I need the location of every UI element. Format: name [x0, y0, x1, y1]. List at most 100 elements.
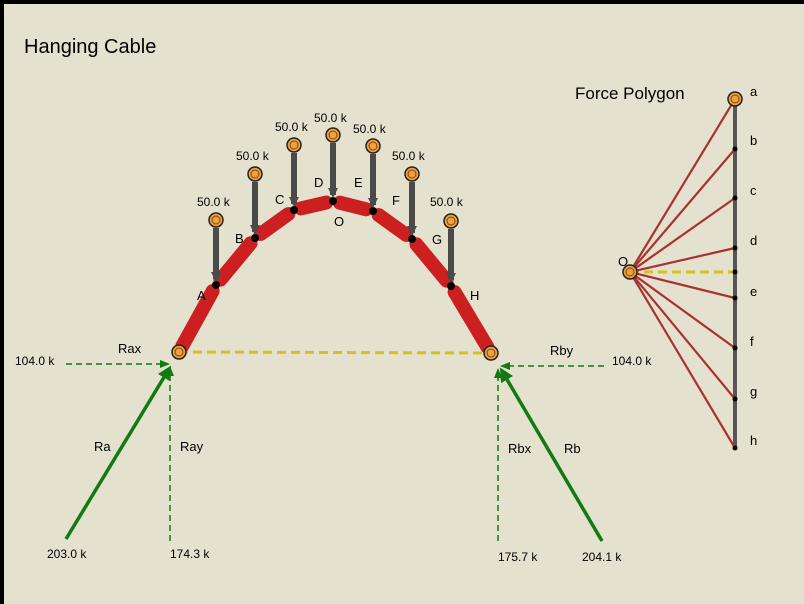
joint-label-c: C — [275, 192, 284, 207]
joint-label-e: E — [354, 175, 363, 190]
load-label: 50.0 k — [275, 120, 309, 134]
handle-ring — [446, 216, 456, 226]
load-handle-2[interactable] — [247, 166, 263, 182]
ra-reaction-arrow — [64, 365, 172, 540]
draggable-handle-icon — [365, 138, 381, 154]
load-label: 50.0 k — [353, 122, 387, 136]
diagram-title: Hanging Cable — [24, 36, 156, 58]
load-label: 50.0 k — [197, 195, 231, 209]
polygon-point-label: b — [750, 133, 757, 148]
polygon-point-label: f — [750, 334, 754, 349]
cable-joint — [329, 197, 337, 205]
cable-segment — [253, 207, 296, 241]
handles — [171, 91, 743, 361]
draggable-handle-icon — [325, 127, 341, 143]
polygon-ray — [629, 197, 736, 273]
draggable-handle-icon — [443, 213, 459, 229]
hanging-cable-diagram: Hanging Cable Force Polygon 50.0 k 50.0 k… — [4, 4, 804, 604]
rby-value: 104.0 k — [612, 354, 652, 368]
cable-segment — [447, 285, 495, 354]
closing-line — [178, 350, 492, 355]
polygon-point — [732, 245, 738, 251]
cable-segment — [293, 195, 334, 216]
cable-segment — [371, 208, 414, 242]
canvas-background — [4, 4, 804, 604]
handle-ring — [250, 169, 260, 179]
polygon-rays — [629, 98, 736, 449]
cable-segment — [332, 195, 374, 217]
load-handle-1[interactable] — [208, 212, 224, 228]
handle-ring — [407, 169, 417, 179]
joint-label-f: F — [392, 193, 400, 208]
load-handle-4[interactable] — [325, 127, 341, 143]
cable-joint — [251, 234, 259, 242]
load-handle-7[interactable] — [443, 213, 459, 229]
load-handle-3[interactable] — [286, 137, 302, 153]
joint-label-g: G — [432, 232, 442, 247]
cable-joint — [212, 281, 220, 289]
support-a-handle[interactable] — [171, 344, 187, 360]
reaction-components — [66, 360, 604, 541]
force-polygon-title: Force Polygon — [575, 84, 685, 103]
pole-handle[interactable] — [622, 264, 638, 280]
rb-label: Rb — [564, 441, 581, 456]
load-label: 50.0 k — [236, 149, 270, 163]
draggable-handle-icon — [483, 345, 499, 361]
pole-label: O — [618, 254, 628, 269]
polygon-point — [732, 195, 738, 201]
polygon-point — [732, 445, 738, 451]
polygon-point-label: g — [750, 384, 757, 399]
cable-joint — [290, 206, 298, 214]
load-label: 50.0 k — [314, 111, 348, 125]
draggable-handle-icon — [247, 166, 263, 182]
cable-joint — [447, 282, 455, 290]
load-handle-6[interactable] — [404, 166, 420, 182]
handle-ring — [486, 348, 496, 358]
ray-value: 174.3 k — [170, 547, 210, 561]
ra-label: Ra — [94, 439, 111, 454]
polygon-top-handle[interactable] — [727, 91, 743, 107]
support-b-handle[interactable] — [483, 345, 499, 361]
handle-ring — [289, 140, 299, 150]
rax-label: Rax — [118, 341, 142, 356]
joint-label-a: A — [197, 288, 206, 303]
polygon-ray — [629, 271, 736, 449]
joint-labels: A B C D E F G H O — [197, 175, 479, 303]
rbx-value: 175.7 k — [498, 550, 538, 564]
load-handle-5[interactable] — [365, 138, 381, 154]
cable-joint — [369, 207, 377, 215]
rby-label: Rby — [550, 343, 574, 358]
handle-ring — [625, 267, 635, 277]
polygon-ray — [629, 270, 736, 300]
rbx-label: Rbx — [508, 441, 532, 456]
rax-value: 104.0 k — [15, 354, 55, 368]
joint-label-o: O — [334, 214, 344, 229]
cable-segment — [213, 236, 258, 287]
load-label: 50.0 k — [430, 195, 464, 209]
polygon-ray — [629, 246, 736, 274]
cable-segment — [175, 284, 220, 353]
draggable-handle-icon — [286, 137, 302, 153]
handle-ring — [730, 94, 740, 104]
polygon-point — [732, 269, 738, 275]
polygon-ray — [629, 98, 736, 273]
handle-ring — [328, 130, 338, 140]
draggable-handle-icon — [208, 212, 224, 228]
joint-label-d: D — [314, 175, 323, 190]
cable — [175, 195, 495, 354]
polygon-point-label: h — [750, 433, 757, 448]
cable-joint — [408, 235, 416, 243]
polygon-point-label: c — [750, 183, 757, 198]
ray-label: Ray — [180, 439, 204, 454]
ra-value: 203.0 k — [47, 547, 87, 561]
polygon-point — [732, 345, 738, 351]
draggable-handle-icon — [622, 264, 638, 280]
polygon-point-label: e — [750, 284, 757, 299]
rb-reaction-arrow — [499, 367, 604, 542]
handle-ring — [368, 141, 378, 151]
polygon-point — [732, 146, 738, 152]
draggable-handle-icon — [404, 166, 420, 182]
